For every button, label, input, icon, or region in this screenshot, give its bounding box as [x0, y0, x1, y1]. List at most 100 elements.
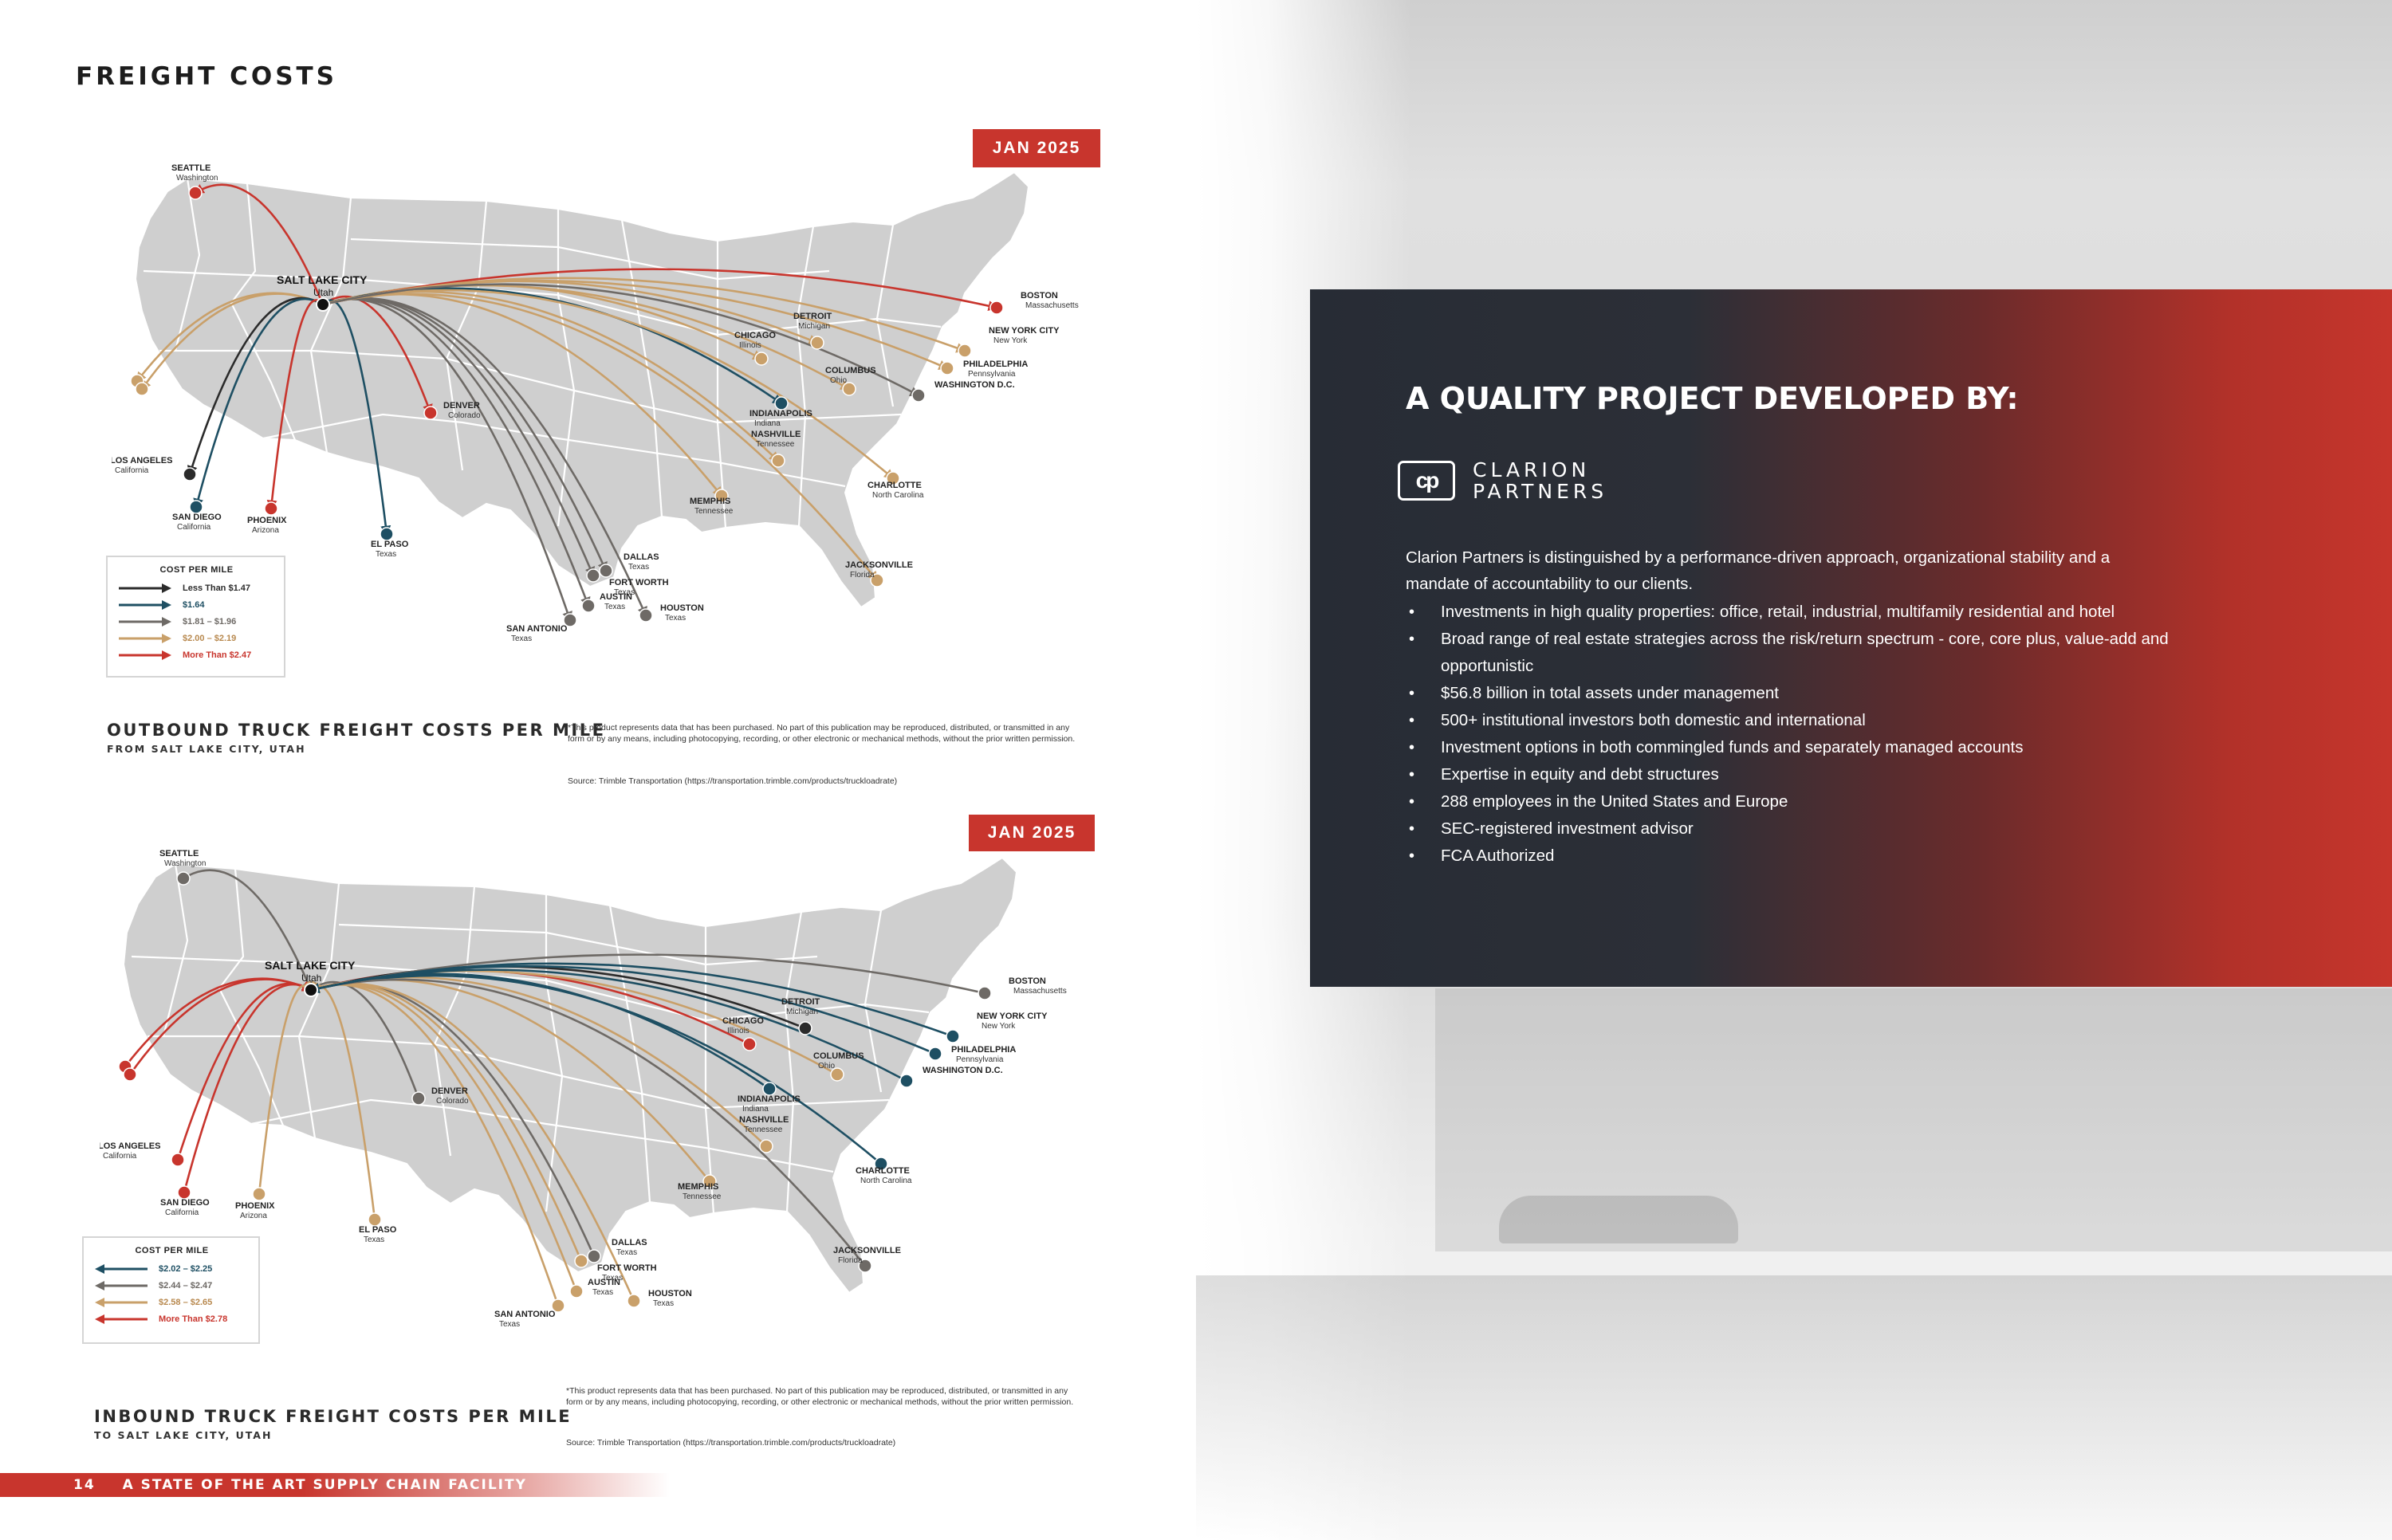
state-label: Indiana — [754, 419, 781, 428]
legend-inbound: COST PER MILE $2.02 – $2.25$2.44 – $2.47… — [82, 1236, 260, 1344]
state-label: Pennsylvania — [956, 1055, 1004, 1064]
parking-lot — [1196, 1275, 2392, 1540]
city-label: COLUMBUS — [825, 366, 876, 375]
state-border — [159, 349, 902, 424]
route-line — [309, 982, 560, 1306]
city-label: SAN DIEGO — [160, 1198, 210, 1208]
route-line — [322, 289, 895, 480]
city-marker — [176, 871, 191, 886]
city-marker — [810, 336, 824, 350]
legend-outbound: COST PER MILE Less Than $1.47$1.64$1.81 … — [106, 556, 285, 678]
city-marker — [830, 1067, 844, 1082]
route-line — [183, 869, 313, 992]
city-label: DETROIT — [793, 312, 832, 321]
state-border — [350, 238, 830, 281]
state-label: Texas — [499, 1320, 520, 1329]
city-marker — [870, 573, 884, 587]
state-border — [218, 868, 285, 1126]
route-line — [322, 293, 879, 583]
state-border — [297, 882, 340, 1139]
map-subtitle-outbound: FROM SALT LAKE CITY, UTAH — [107, 743, 306, 755]
state-label: Texas — [653, 1299, 674, 1308]
bullet-item: •Investments in high quality properties:… — [1406, 599, 2171, 626]
logo-line2: PARTNERS — [1473, 480, 1608, 503]
panel-intro: Clarion Partners is distinguished by a p… — [1406, 548, 2111, 593]
bullet-icon: • — [1409, 603, 1415, 621]
city-label: SEATTLE — [159, 849, 199, 858]
city-marker — [754, 352, 769, 366]
state-label: Tennessee — [694, 507, 734, 516]
state-border — [309, 197, 352, 454]
city-label: CHARLOTTE — [856, 1166, 910, 1176]
legend-arrow-icon — [119, 650, 171, 660]
state-border — [230, 183, 297, 441]
city-label: DALLAS — [624, 552, 659, 562]
bullet-icon: • — [1409, 712, 1415, 729]
bullet-text: 500+ institutional investors both domest… — [1441, 711, 1866, 729]
bullet-icon: • — [1409, 739, 1415, 756]
city-label: BOSTON — [1009, 976, 1046, 986]
city-marker — [423, 406, 438, 420]
route-line — [322, 295, 433, 415]
map-title-outbound: OUTBOUND TRUCK FREIGHT COSTS PER MILE — [107, 721, 606, 740]
city-label: LOS ANGELES — [112, 456, 172, 466]
legend-label: $1.81 – $1.96 — [183, 616, 237, 627]
city-marker — [188, 186, 203, 200]
legend-arrow-icon — [119, 633, 171, 643]
state-label: Florida — [838, 1256, 863, 1265]
city-label: JACKSONVILLE — [833, 1246, 901, 1255]
city-marker — [702, 1174, 717, 1188]
state-label: North Carolina — [860, 1177, 912, 1185]
state-label: Ohio — [830, 376, 848, 385]
city-marker — [798, 1021, 812, 1035]
city-label: WASHINGTON D.C. — [934, 380, 1015, 390]
city-marker — [774, 396, 789, 411]
us-map-svg: SEATTLEWashingtonSAN FRANCISCOCalifornia… — [112, 163, 1079, 643]
state-label: Tennessee — [744, 1126, 783, 1134]
city-label: CHICAGO — [734, 331, 776, 340]
city-marker — [135, 382, 149, 396]
city-label: SEATTLE — [171, 163, 210, 173]
city-label: WASHINGTON D.C. — [923, 1066, 1003, 1075]
city-marker — [940, 361, 954, 375]
state-label: Texas — [616, 1248, 637, 1257]
legend-arrow-icon — [95, 1314, 148, 1324]
city-marker — [742, 1037, 757, 1051]
state-border — [262, 413, 846, 488]
city-label: DETROIT — [781, 997, 820, 1007]
city-label: PHILADELPHIA — [951, 1045, 1016, 1055]
bullet-icon: • — [1409, 820, 1415, 838]
city-label: EL PASO — [359, 1225, 397, 1235]
panel-heading: A QUALITY PROJECT DEVELOPED BY: — [1406, 381, 2019, 416]
legend-label: $2.44 – $2.47 — [159, 1280, 213, 1291]
state-border — [131, 955, 930, 1022]
city-marker — [639, 608, 653, 623]
state-label: Illinois — [727, 1027, 749, 1035]
outbound-freight-map: SEATTLEWashingtonSAN FRANCISCOCalifornia… — [112, 151, 1116, 709]
city-label: MEMPHIS — [690, 497, 730, 506]
city-marker — [123, 1067, 137, 1082]
city-marker — [714, 489, 729, 503]
route-line — [322, 297, 647, 618]
map-title-inbound: INBOUND TRUCK FREIGHT COSTS PER MILE — [94, 1407, 572, 1426]
legend-title: COST PER MILE — [159, 565, 234, 575]
legend-arrow-icon — [119, 583, 171, 593]
city-marker — [183, 467, 197, 481]
date-badge: JAN 2025 — [973, 129, 1100, 167]
panel-body: Clarion Partners is distinguished by a p… — [1406, 544, 2171, 870]
state-label: New York — [993, 336, 1028, 345]
state-label: Texas — [376, 550, 396, 559]
legend-arrow-icon — [95, 1297, 148, 1307]
state-border — [338, 923, 818, 966]
city-marker — [771, 454, 785, 468]
city-marker — [874, 1157, 888, 1171]
city-marker — [574, 1254, 588, 1268]
page-title: FREIGHT COSTS — [76, 62, 337, 91]
bullet-text: SEC-registered investment advisor — [1441, 819, 1694, 838]
logo-mark: cp — [1398, 461, 1455, 501]
legend-title: COST PER MILE — [135, 1246, 209, 1255]
state-label: Pennsylvania — [968, 370, 1016, 379]
legend-arrow-icon — [119, 616, 171, 627]
hub-state-label: Utah — [301, 972, 321, 984]
us-landmass — [122, 856, 1018, 1294]
